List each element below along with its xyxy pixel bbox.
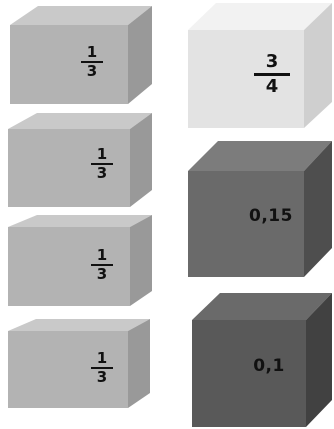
numerator: 3 [265,50,279,72]
cube-left-2-shape [8,113,152,207]
fraction-left-2: 1 3 [91,147,113,181]
fraction-left-1: 1 3 [81,45,103,79]
fraction-left-3: 1 3 [91,248,113,282]
cube-left-2: 1 3 [0,110,166,215]
cube-left-4: 1 3 [0,316,166,421]
fraction-right-1: 3 4 [254,50,290,97]
denominator: 3 [86,62,98,80]
numerator: 1 [96,246,108,264]
cube-right-3-shape [192,293,332,427]
cube-left-3-shape [8,215,152,306]
denominator: 3 [96,164,108,182]
cube-left-1: 1 3 [0,0,166,110]
denominator: 4 [265,75,279,97]
cube-left-1-shape [10,6,152,104]
fraction-bar [254,72,290,76]
decimal-label-right-2: 0,15 [249,206,293,226]
cube-right-1: 3 4 [180,0,334,135]
cube-right-2: 0,15 [180,138,334,281]
numerator: 1 [86,43,98,61]
decimal-label-right-3: 0,1 [253,356,285,376]
fraction-bar [81,61,103,63]
fraction-bar [91,163,113,165]
numerator: 1 [96,145,108,163]
cube-right-1-shape [188,3,332,128]
cube-right-3: 0,1 [180,290,334,429]
denominator: 3 [96,265,108,283]
fraction-bar [91,367,113,369]
cube-left-4-shape [8,319,150,408]
cube-left-3: 1 3 [0,215,166,320]
fraction-left-4: 1 3 [91,351,113,385]
denominator: 3 [96,368,108,386]
fraction-bar [91,264,113,266]
numerator: 1 [96,349,108,367]
cube-right-2-shape [188,141,332,277]
